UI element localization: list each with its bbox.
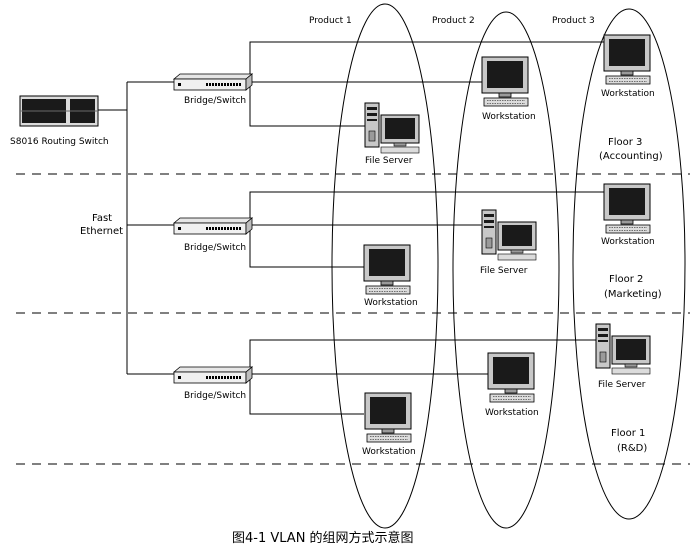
floor1-name: Floor 1 xyxy=(611,428,645,439)
floor2-product1-label: Workstation xyxy=(364,298,418,308)
floor3-product2-workstation-icon xyxy=(481,56,529,107)
floor1-product1-label: Workstation xyxy=(362,447,416,457)
floor1-product3-label: File Server xyxy=(598,380,646,390)
vlan-ellipse-product3 xyxy=(572,8,686,520)
fast-ethernet-label-line1: Fast xyxy=(92,213,112,224)
floor1-product2-workstation-icon xyxy=(487,352,535,403)
product-label-1: Product 1 xyxy=(309,16,352,26)
bridge-switch-floor3-label: Bridge/Switch xyxy=(184,96,246,106)
floor1-product1-workstation-icon xyxy=(364,392,412,443)
floor1-product2-label: Workstation xyxy=(485,408,539,418)
floor-separators xyxy=(16,173,690,465)
bridge-switch-floor2-icon xyxy=(173,217,253,235)
bridge-switch-floor3-icon xyxy=(173,73,253,91)
bridge-switch-floor1-icon xyxy=(173,366,253,384)
floor2-product3-label: Workstation xyxy=(601,237,655,247)
floor3-links xyxy=(249,41,604,127)
bridge-switch-floor1-label: Bridge/Switch xyxy=(184,391,246,401)
floor3-product1-fileserver-icon xyxy=(364,102,420,154)
backbone-lines xyxy=(98,81,174,375)
floor1-product3-fileserver-icon xyxy=(595,323,651,375)
product-label-3: Product 3 xyxy=(552,16,595,26)
floor2-dept: (Marketing) xyxy=(604,289,662,300)
floor3-product2-label: Workstation xyxy=(482,112,536,122)
floor2-product3-workstation-icon xyxy=(603,183,651,234)
vlan-ellipse-product1 xyxy=(331,3,439,529)
bridge-switch-floor2-label: Bridge/Switch xyxy=(184,243,246,253)
floor1-links xyxy=(249,339,596,415)
floor3-product3-workstation-icon xyxy=(603,34,651,85)
floor2-product2-fileserver-icon xyxy=(481,209,537,261)
floor2-product1-workstation-icon xyxy=(363,244,411,295)
fast-ethernet-label-line2: Ethernet xyxy=(80,226,123,237)
floor2-name: Floor 2 xyxy=(609,274,643,285)
product-label-2: Product 2 xyxy=(432,16,475,26)
floor3-product1-label: File Server xyxy=(365,156,413,166)
vlan-ellipse-product2 xyxy=(452,11,560,529)
floor3-product3-label: Workstation xyxy=(601,89,655,99)
routing-switch-label: S8016 Routing Switch xyxy=(10,137,109,147)
floor3-name: Floor 3 xyxy=(608,137,642,148)
routing-switch-icon xyxy=(19,95,99,127)
floor2-links xyxy=(249,191,604,268)
floor2-product2-label: File Server xyxy=(480,266,528,276)
floor3-dept: (Accounting) xyxy=(599,151,663,162)
floor1-dept: (R&D) xyxy=(617,443,647,454)
figure-caption: 图4-1 VLAN 的组网方式示意图 xyxy=(232,530,414,546)
